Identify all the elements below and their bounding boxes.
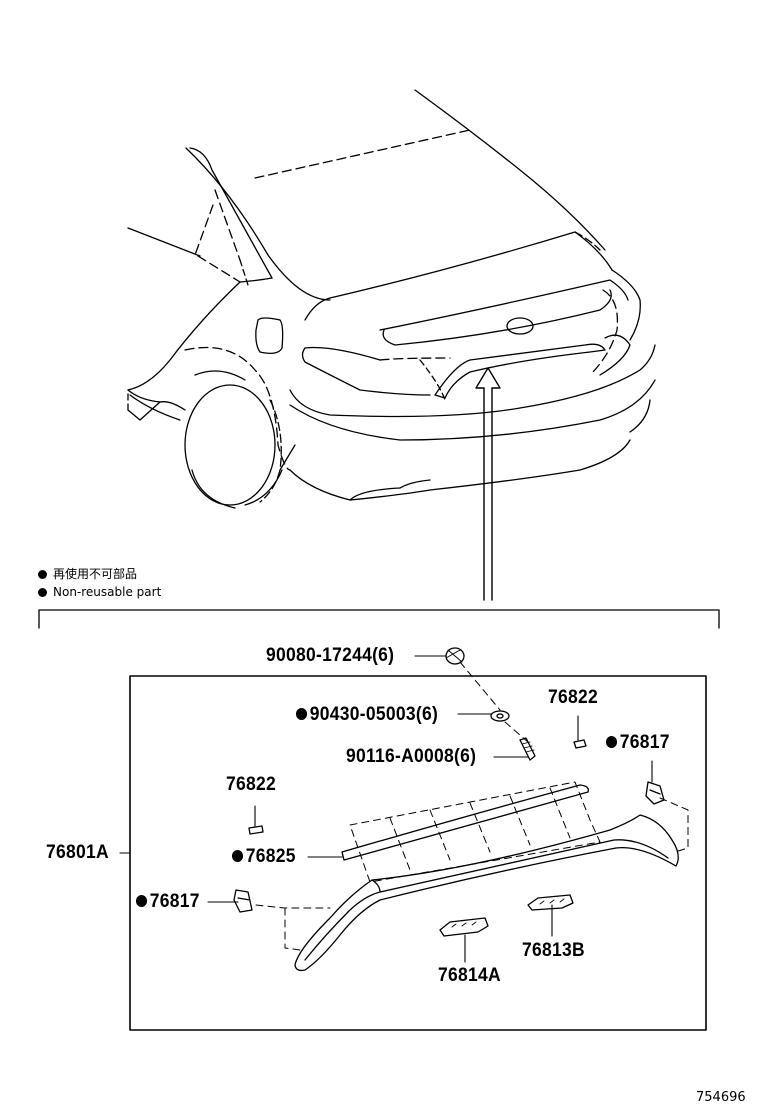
legend-en: Non-reusable part: [38, 586, 161, 598]
non-reusable-mark-icon: [232, 850, 244, 862]
label-76825: 76825: [232, 847, 296, 866]
label-76817-left-text: 76817: [149, 891, 200, 912]
non-reusable-mark-icon: [136, 895, 148, 907]
garnish-76801A-part: [294, 814, 679, 972]
cap-76817-left-part: [233, 889, 253, 913]
parts-frame: [129, 675, 707, 1031]
label-76801A-text: 76801A: [46, 842, 109, 863]
label-76801A: 76801A: [46, 843, 109, 862]
label-76822-left-text: 76822: [226, 774, 276, 795]
location-arrow: [475, 367, 501, 601]
pad-76813B-part: [527, 894, 574, 911]
tape-76822-top-part: [573, 739, 587, 749]
label-76813B-text: 76813B: [522, 940, 585, 961]
clip-90080-part: [445, 647, 465, 665]
washer-90430-part: [490, 710, 510, 722]
section-bracket: [38, 609, 720, 629]
legend-jp-text: 再使用不可部品: [53, 567, 138, 581]
label-76825-text: 76825: [245, 846, 296, 867]
label-76822-top-text: 76822: [548, 687, 598, 708]
label-76814A: 76814A: [438, 966, 501, 985]
label-76817-right-text: 76817: [619, 732, 670, 753]
label-76813B: 76813B: [522, 941, 585, 960]
label-90430-05003: 90430-05003(6): [296, 705, 438, 724]
label-76817-right: 76817: [606, 733, 670, 752]
leader-lines: [119, 655, 653, 963]
label-90080-17244-text: 90080-17244(6): [266, 645, 395, 666]
non-reusable-mark-icon: [606, 736, 618, 748]
label-76817-left: 76817: [136, 892, 200, 911]
tape-76822-left-part: [248, 825, 264, 835]
cap-76817-right-part: [645, 781, 665, 805]
figure-number: 754696: [696, 1090, 746, 1105]
label-76822-left: 76822: [226, 775, 276, 794]
bolt-90116-part: [519, 737, 536, 761]
gasket-76825-part: [341, 784, 589, 861]
label-90430-05003-text: 90430-05003(6): [309, 704, 439, 725]
legend-jp: 再使用不可部品: [38, 568, 137, 580]
pad-76814A-part: [439, 917, 489, 937]
non-reusable-bullet-icon: [38, 570, 47, 579]
label-90116-A0008: 90116-A0008(6): [346, 747, 476, 766]
label-76822-top: 76822: [548, 688, 598, 707]
non-reusable-mark-icon: [296, 708, 308, 720]
car-body-outline: [127, 89, 656, 509]
legend-en-text: Non-reusable part: [53, 585, 162, 599]
label-76814A-text: 76814A: [438, 965, 501, 986]
non-reusable-bullet-icon: [38, 588, 47, 597]
label-90116-A0008-text: 90116-A0008(6): [346, 746, 477, 767]
label-90080-17244: 90080-17244(6): [266, 646, 394, 665]
